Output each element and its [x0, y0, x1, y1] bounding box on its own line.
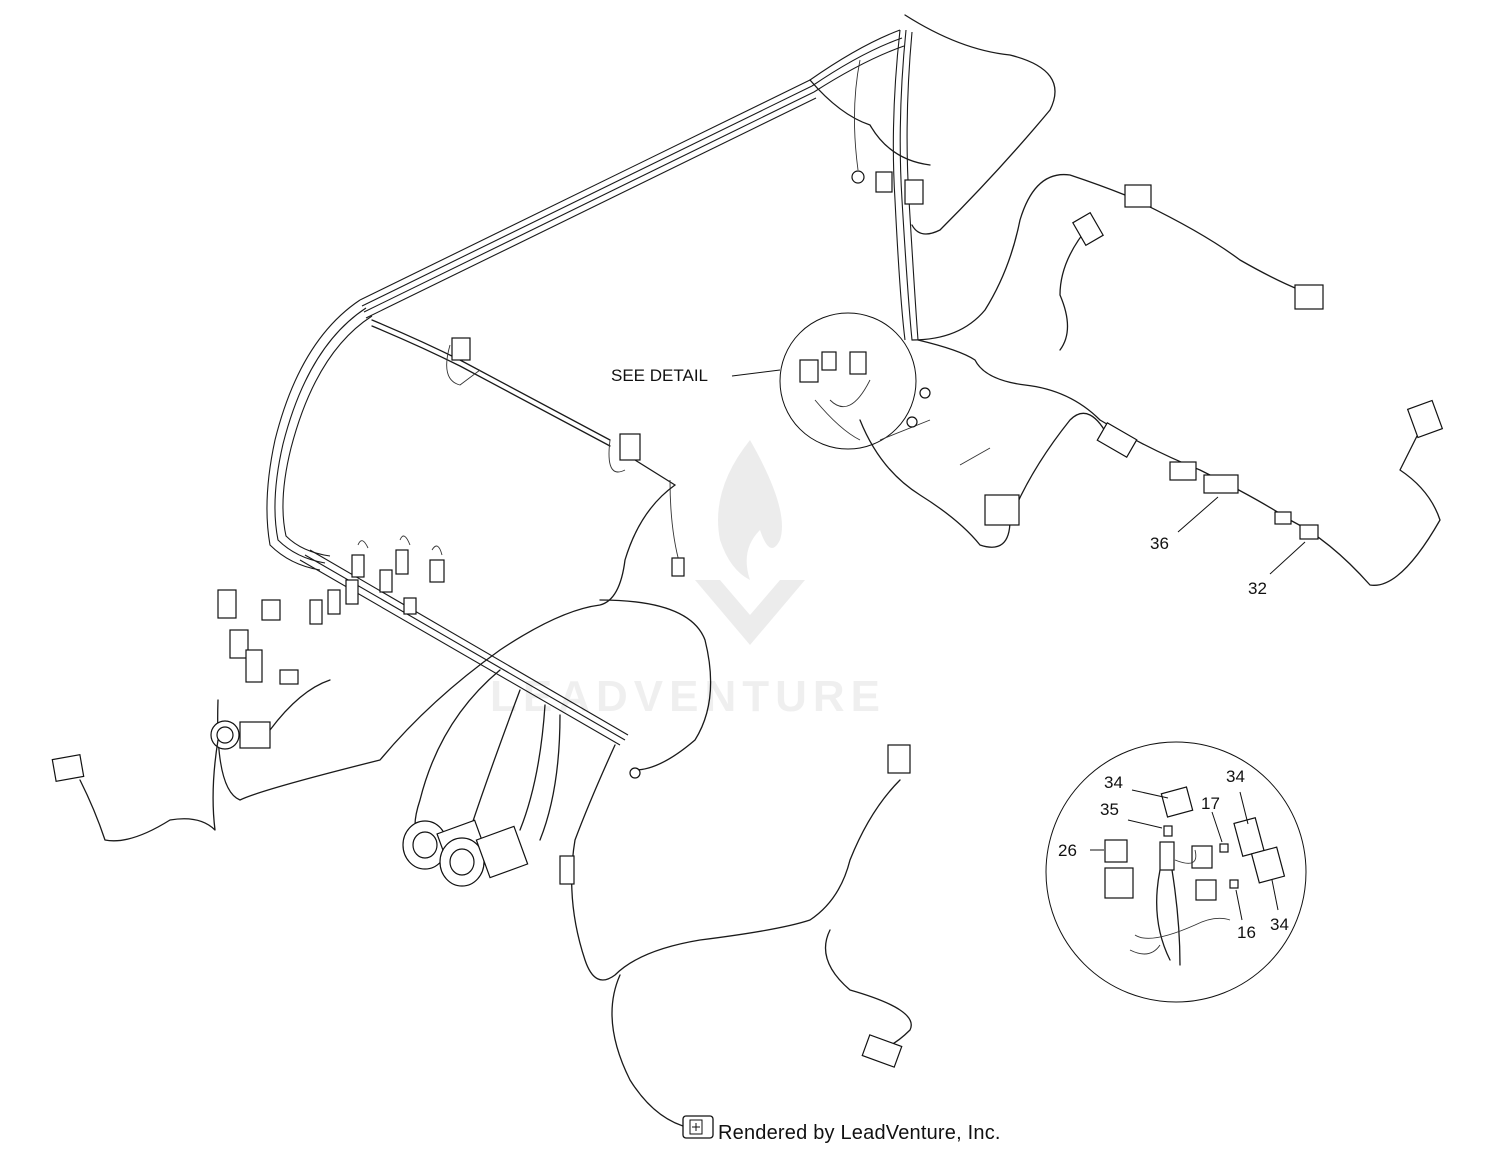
relay-connector-cluster — [309, 535, 445, 625]
part-number-17: 17 — [1201, 794, 1220, 813]
ring-terminal-icon — [851, 170, 865, 184]
see-detail-leader — [731, 369, 781, 377]
callout-36-line — [1177, 496, 1219, 533]
part-number-34-top-right: 34 — [1226, 767, 1245, 786]
part-number-16: 16 — [1237, 923, 1256, 942]
callout-32-line — [1269, 541, 1306, 575]
center-branch — [371, 319, 685, 577]
connector-32-icon — [1299, 524, 1319, 540]
watermark-logo-icon — [695, 440, 805, 645]
part-number-26: 26 — [1058, 841, 1077, 860]
round-connectors — [402, 669, 561, 887]
leadventure-logo-icon — [682, 1115, 714, 1139]
part-number-36: 36 — [1150, 534, 1169, 553]
far-left-wire — [79, 739, 219, 842]
top-branch-wire — [809, 79, 931, 166]
main-harness-trunk — [359, 29, 905, 319]
part-number-35: 35 — [1100, 800, 1119, 819]
detail-view-circle — [1045, 741, 1307, 1003]
part-number-34-top-left: 34 — [1104, 773, 1123, 792]
lower-loop-wire — [217, 484, 676, 801]
connector-icon — [559, 855, 575, 885]
part-number-32: 32 — [1248, 579, 1267, 598]
lower-long-wire — [571, 744, 901, 981]
part-number-34-bottom: 34 — [1270, 915, 1289, 934]
left-harness-trunk — [266, 299, 373, 571]
top-loop-wire — [904, 14, 1056, 235]
detail-callout-circle — [779, 312, 917, 450]
ring-terminal-icon — [629, 767, 641, 779]
connector-icon — [861, 1034, 903, 1068]
footer-attribution: Rendered by LeadVenture, Inc. — [718, 1122, 1001, 1144]
bottom-wire — [611, 974, 691, 1129]
detail-view-contents — [1090, 786, 1286, 966]
see-detail-label: SEE DETAIL — [611, 366, 708, 385]
loop-right-wire — [599, 599, 712, 771]
connector-icon — [875, 171, 893, 193]
connector-icon — [904, 179, 924, 205]
ground-lead-wire — [853, 59, 861, 171]
connector-36-icon — [1203, 474, 1239, 494]
connector-icon — [887, 744, 911, 774]
right-harness — [859, 173, 1444, 586]
detail-small-contents — [799, 351, 871, 441]
lower-tail-wire — [824, 929, 912, 1051]
connector-icon — [51, 754, 85, 782]
watermark-text: LEADVENTURE — [490, 672, 887, 721]
